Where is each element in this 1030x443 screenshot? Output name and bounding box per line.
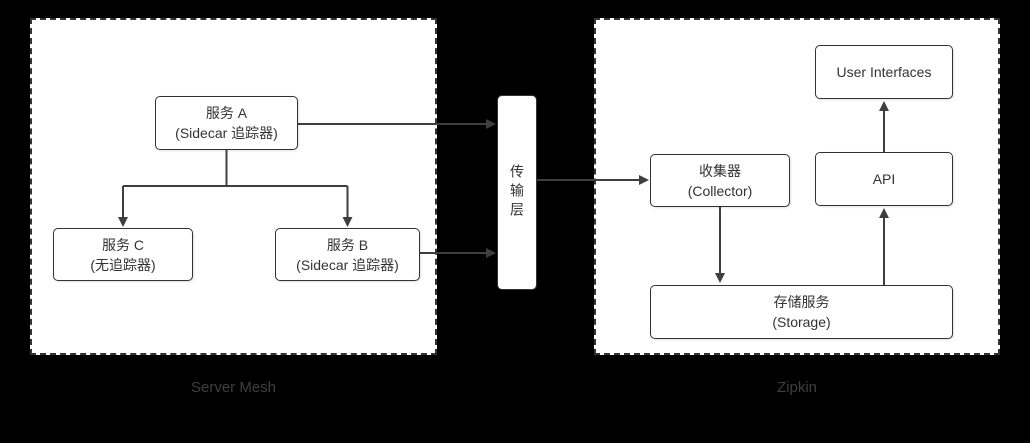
node-service-b-subtitle: (Sidecar 追踪器) [296,256,399,273]
node-user-interfaces: User Interfaces [815,45,953,99]
group-label-zipkin: Zipkin [776,379,817,396]
node-storage-title: 存储服务 [773,294,830,310]
node-service-c-subtitle: (无追踪器) [90,256,156,273]
node-storage: 存储服务 (Storage) [650,285,953,339]
node-user-interfaces-title: User Interfaces [836,64,932,80]
node-service-b-title: 服务 B [326,236,369,253]
node-api-title: API [872,171,896,187]
node-service-b: 服务 B (Sidecar 追踪器) [275,228,420,281]
node-api: API [815,152,953,206]
node-collector-subtitle: (Collector) [687,182,753,199]
node-storage-subtitle: (Storage) [772,314,831,330]
group-server-mesh [30,18,437,355]
node-service-c: 服务 C (无追踪器) [53,228,193,281]
node-service-a-title: 服务 A [205,105,248,121]
node-service-c-title: 服务 C [102,236,144,253]
group-label-server-mesh: Server Mesh [190,379,277,396]
node-transport-layer: 传输层 [497,95,537,290]
node-service-a-subtitle: (Sidecar 追踪器) [175,125,278,141]
node-service-a: 服务 A (Sidecar 追踪器) [155,96,298,150]
node-transport-layer-title: 传输层 [509,164,525,221]
node-collector-title: 收集器 [699,162,741,179]
node-collector: 收集器 (Collector) [650,154,790,207]
